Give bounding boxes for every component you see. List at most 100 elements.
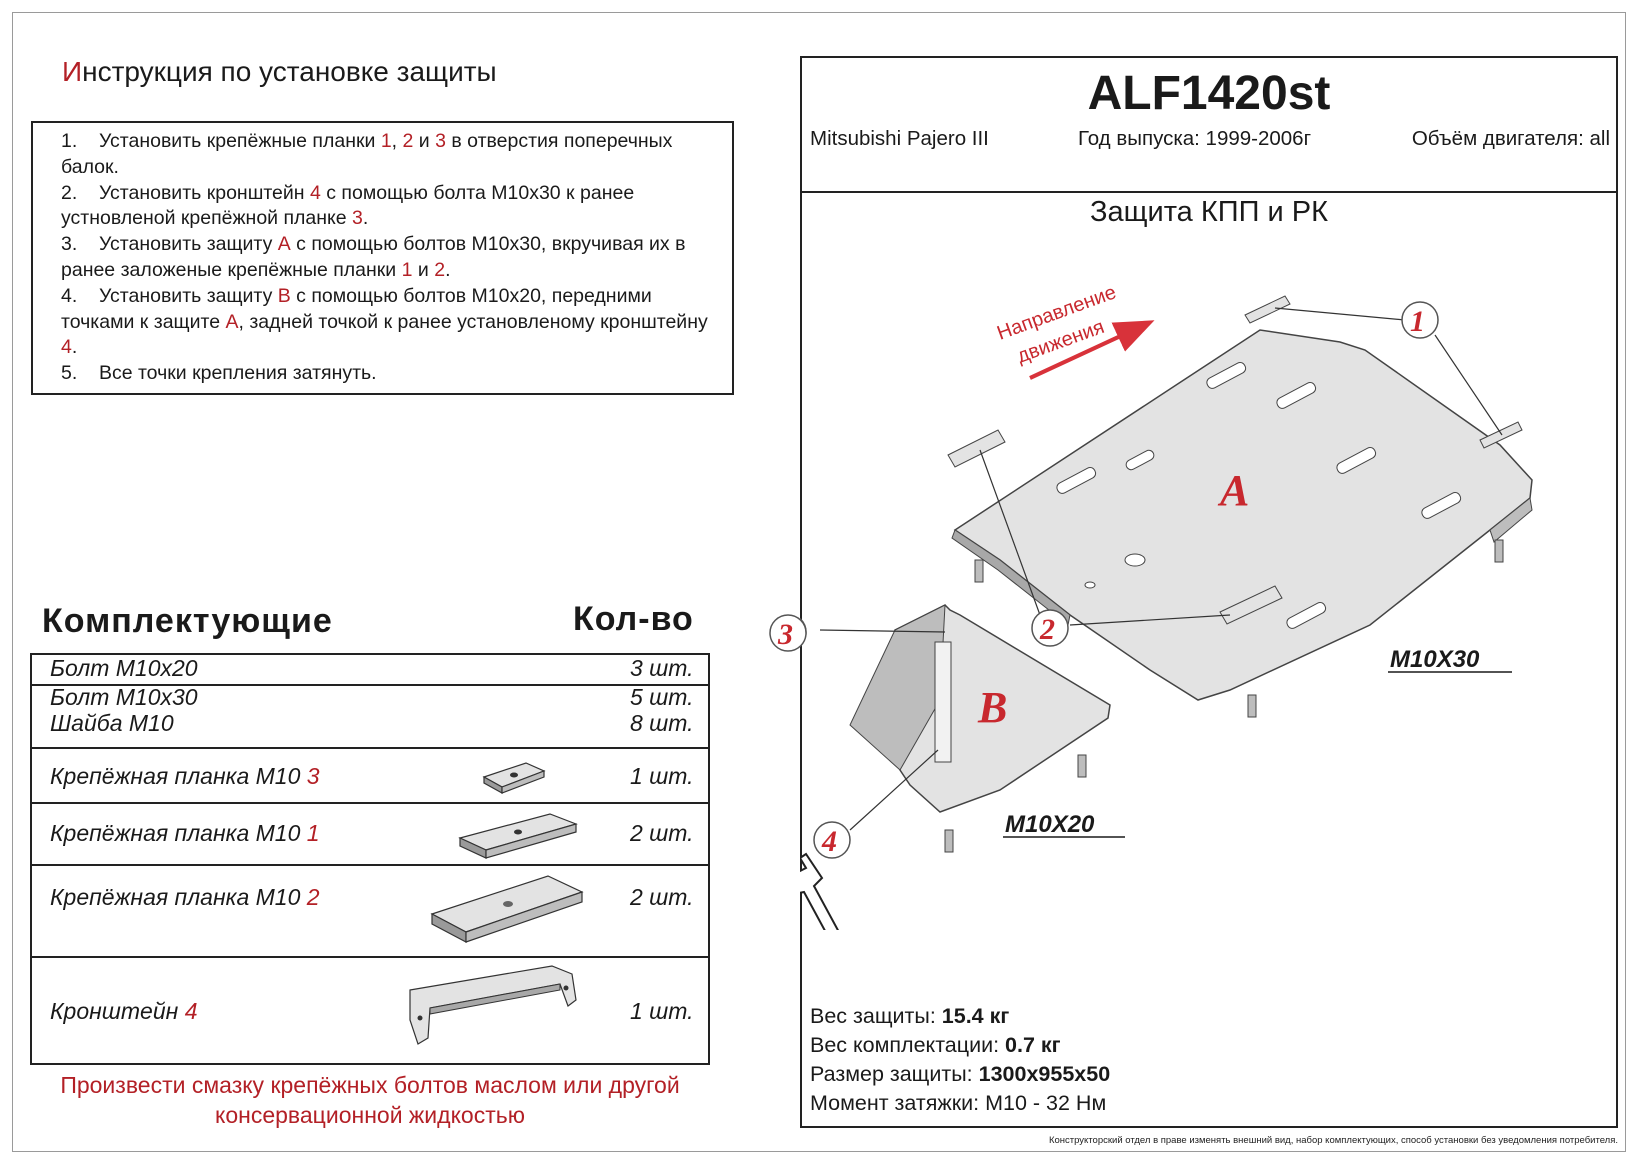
model-code: ALF1420st xyxy=(1087,67,1331,120)
spec-torque: Момент затяжки: М10 - 32 Нм xyxy=(810,1091,1107,1115)
direction-indicator: Направление движения xyxy=(994,281,1155,380)
part-title: Защита КПП и РК xyxy=(1090,196,1328,228)
engine-volume: Объём двигателя: all xyxy=(1411,127,1610,150)
step-text: Установить крепёжные планки xyxy=(98,130,381,152)
installation-steps: 1. Установить крепёжные планки 1, 2 и 3 … xyxy=(31,121,734,395)
part-name: Шайба М10 xyxy=(50,710,174,736)
plate-1-icon xyxy=(458,813,578,859)
spec-weight: Вес защиты: 15.4 кг xyxy=(810,1004,1010,1028)
part-reference: 3 xyxy=(352,207,363,230)
svg-text:1: 1 xyxy=(1410,305,1425,338)
svg-text:2: 2 xyxy=(1039,613,1055,646)
product-card: ALF1420st Mitsubishi Pajero III Год выпу… xyxy=(800,56,1618,1128)
svg-text:M10X20: M10X20 xyxy=(1005,811,1095,838)
table-row: Болт М10х30 5 шт. xyxy=(32,684,708,713)
part-name: Крепёжная планка М10 3 xyxy=(50,763,320,789)
step-item: 2. Установить кронштейн 4 с помощью болт… xyxy=(61,181,722,233)
table-row: Шайба М10 8 шт. xyxy=(32,710,708,747)
step-text: Все точки крепления затянуть. xyxy=(98,362,377,385)
part-qty: 1 шт. xyxy=(630,998,694,1024)
svg-text:4: 4 xyxy=(821,825,837,858)
table-row: Кронштейн 4 1 шт. xyxy=(32,956,708,1063)
plate-2-icon xyxy=(430,875,584,943)
part-reference: А xyxy=(225,310,239,333)
spec-size: Размер защиты: 1300x955x50 xyxy=(810,1062,1111,1086)
production-years: Год выпуска: 1999-2006г xyxy=(1078,127,1312,150)
step-text: . xyxy=(362,207,369,230)
part-reference: 3 xyxy=(435,130,446,152)
callout-markers: 1 2 4 xyxy=(800,301,1439,859)
guard-a-label: A xyxy=(1217,466,1249,515)
part-reference: 2 xyxy=(434,258,446,281)
part-name: Болт М10х20 xyxy=(50,655,198,681)
guard-a: A xyxy=(951,329,1533,701)
step-text: , xyxy=(391,130,403,152)
step-text: с помощью болта М10х30 к ранее устновлен… xyxy=(61,181,635,230)
step-text: в отверстия поперечных балок. xyxy=(61,130,673,178)
table-row: Крепёжная планка М10 2 2 шт. xyxy=(32,864,708,956)
bolts xyxy=(944,539,1504,853)
car-model: Mitsubishi Pajero III xyxy=(810,127,989,150)
step-text: Установить защиту xyxy=(98,284,278,307)
step-item: 4. Установить защиту В с помощью болтов … xyxy=(61,284,722,361)
step-text: с помощью болтов М10х30, вкручивая их в … xyxy=(61,233,686,281)
part-reference: 1 xyxy=(380,130,392,152)
step-number: 1. xyxy=(61,130,99,152)
callout-3-marker: 3 xyxy=(769,614,807,652)
step-item: 1. Установить крепёжные планки 1, 2 и 3 … xyxy=(61,129,722,181)
part-reference: 2 xyxy=(402,130,414,152)
svg-text:M10X30: M10X30 xyxy=(1390,646,1480,673)
quantity-header: Кол-во xyxy=(573,600,694,638)
table-row: Крепёжная планка М10 3 1 шт. xyxy=(32,747,708,802)
bolt-size-labels: M10X30 M10X20 xyxy=(1003,646,1512,838)
part-name: Болт М10х30 xyxy=(50,684,198,710)
header-divider xyxy=(802,191,1616,193)
guard-b: B xyxy=(849,604,1111,813)
step-text: . xyxy=(445,258,451,281)
parts-table: Болт М10х20 3 шт. Болт М10х30 5 шт. Шайб… xyxy=(30,653,710,1065)
mounting-plates xyxy=(947,295,1523,625)
part-qty: 2 шт. xyxy=(630,820,694,846)
table-row: Болт М10х20 3 шт. xyxy=(32,655,708,684)
step-text: Установить защиту xyxy=(98,233,278,256)
assembly-drawing: Направление движения A B xyxy=(800,281,1533,930)
part-reference: А xyxy=(277,233,291,256)
part-qty: 5 шт. xyxy=(630,684,694,710)
part-reference: В xyxy=(277,284,291,307)
spec-kit-weight: Вес комплектации: 0.7 кг xyxy=(810,1033,1061,1057)
step-number: 3. xyxy=(61,233,99,256)
part-reference: 4 xyxy=(61,336,72,359)
page-frame xyxy=(12,12,1626,1152)
plate-3-icon xyxy=(482,762,546,795)
wrench-icon xyxy=(800,852,839,930)
part-name: Кронштейн 4 xyxy=(50,998,198,1024)
step-text: Установить кронштейн xyxy=(98,181,310,204)
part-qty: 8 шт. xyxy=(630,710,694,736)
parts-header: Комплектующие xyxy=(42,602,333,640)
step-text: , задней точкой к ранее установленому кр… xyxy=(238,310,708,333)
step-text: и xyxy=(413,130,436,152)
part-qty: 2 шт. xyxy=(630,884,694,910)
step-item: 5. Все точки крепления затянуть. xyxy=(61,361,722,387)
step-text: с помощью болтов М10х20, передними точка… xyxy=(61,284,652,333)
part-reference: 4 xyxy=(309,181,321,204)
part-name: Крепёжная планка М10 2 xyxy=(50,884,320,910)
part-qty: 3 шт. xyxy=(630,655,694,681)
disclaimer-text: Конструкторский отдел в праве изменять в… xyxy=(1048,1135,1618,1146)
guard-b-label: B xyxy=(977,683,1007,732)
step-text: и xyxy=(412,258,435,281)
step-item: 3. Установить защиту А с помощью болтов … xyxy=(61,232,722,284)
step-text: . xyxy=(71,336,78,359)
step-number: 5. xyxy=(61,362,99,385)
svg-text:3: 3 xyxy=(777,618,793,651)
bracket-4-icon xyxy=(409,965,577,1045)
leader-lines xyxy=(819,307,1503,831)
step-number: 2. xyxy=(61,181,99,204)
part-name: Крепёжная планка М10 1 xyxy=(50,820,320,846)
part-qty: 1 шт. xyxy=(630,763,694,789)
part-reference: 1 xyxy=(401,258,413,281)
step-number: 4. xyxy=(61,284,99,307)
instruction-title: Инструкция по установке защиты xyxy=(62,56,497,87)
table-row: Крепёжная планка М10 1 2 шт. xyxy=(32,802,708,864)
lubrication-note: Произвести смазку крепёжных болтов масло… xyxy=(60,1072,680,1128)
